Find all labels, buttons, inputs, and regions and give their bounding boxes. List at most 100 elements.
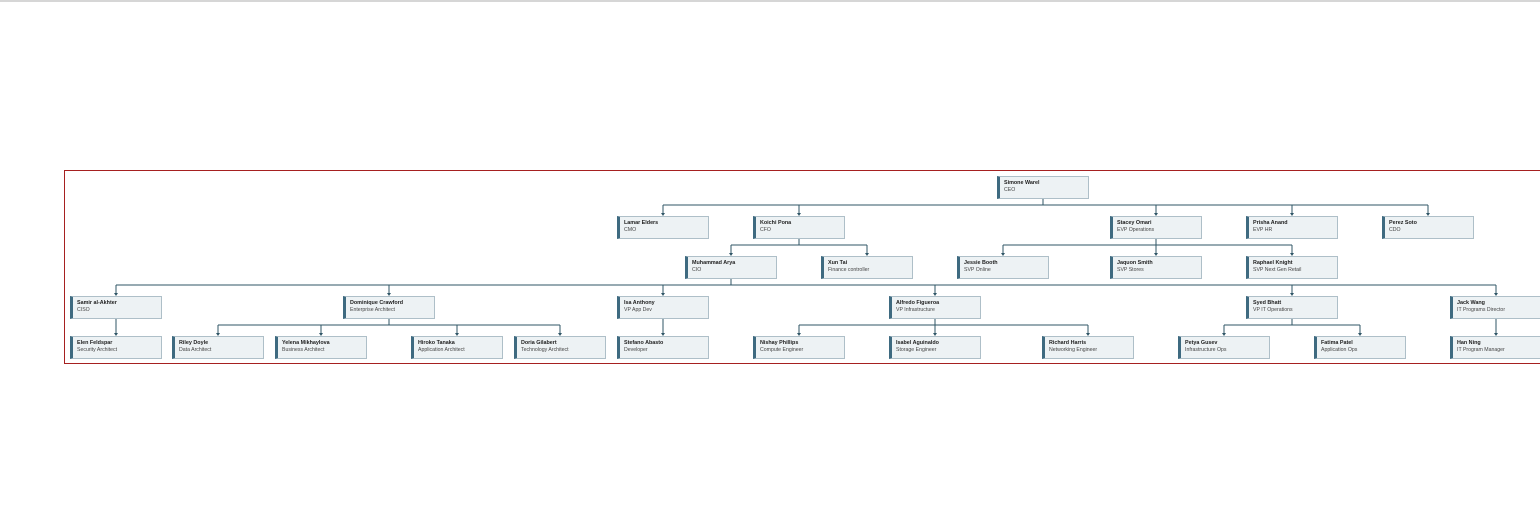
node-title: CMO (624, 227, 637, 233)
connector-arrow-dominique (387, 293, 391, 296)
connector-arrow-jack (1494, 293, 1498, 296)
node-title: VP App Dev (624, 307, 652, 313)
node-title: Security Architect (77, 347, 118, 353)
connector-arrow-han (1494, 333, 1498, 336)
node-name: Elen Feldspar (77, 340, 113, 346)
connector-arrow-perez (1426, 213, 1430, 216)
node-name: Yelena Mikhaylova (282, 340, 330, 346)
node-title: Finance controller (828, 267, 870, 273)
node-title: CFO (760, 227, 771, 233)
node-name: Nishay Phillips (760, 340, 799, 346)
node-name: Hiroko Tanaka (418, 340, 455, 346)
node-name: Raphael Knight (1253, 260, 1293, 266)
node-title: CIO (692, 267, 702, 273)
connector-arrow-lamar (661, 213, 665, 216)
node-name: Alfredo Figueroa (896, 300, 940, 306)
node-title: Data Architect (179, 347, 212, 353)
connector-arrow-xun (865, 253, 869, 256)
node-title: CDO (1389, 227, 1401, 233)
node-title: EVP Operations (1117, 227, 1155, 233)
node-title: Technology Architect (521, 347, 569, 353)
connector-arrow-petya (1222, 333, 1226, 336)
connector-arrow-syed (1290, 293, 1294, 296)
node-name: Jack Wang (1457, 300, 1485, 306)
node-title: SVP Next Gen Retail (1253, 267, 1302, 273)
connector-arrow-stacey (1154, 213, 1158, 216)
connector-arrow-samir (114, 293, 118, 296)
connector-arrow-jaquon (1154, 253, 1158, 256)
node-name: Richard Harris (1049, 340, 1087, 346)
connector-arrow-jessie (1001, 253, 1005, 256)
connector-arrow-yelena (319, 333, 323, 336)
connector-arrow-raphael (1290, 253, 1294, 256)
node-name: Isabel Aguinaldo (896, 340, 939, 346)
node-title: CEO (1004, 187, 1016, 193)
node-name: Samir al-Akhter (77, 300, 117, 306)
node-title: VP Infrastructure (896, 307, 935, 313)
selection-frame (64, 170, 1540, 364)
node-name: Han Ning (1457, 340, 1481, 346)
node-title: Infrastructure Ops (1185, 347, 1227, 353)
node-title: Application Ops (1321, 347, 1358, 353)
connector-arrow-riley (216, 333, 220, 336)
node-name: Muhammad Arya (692, 260, 736, 266)
node-name: Riley Doyle (179, 340, 209, 346)
connector-arrow-doria (558, 333, 562, 336)
connector-arrow-koichi (797, 213, 801, 216)
node-name: Dominique Crawford (350, 300, 404, 306)
node-name: Syed Bhatt (1253, 300, 1282, 306)
node-title: IT Program Manager (1457, 347, 1505, 353)
node-title: SVP Online (964, 267, 991, 273)
node-name: Perez Soto (1389, 220, 1417, 226)
node-name: Isa Anthony (624, 300, 655, 306)
connector-arrow-richard (1086, 333, 1090, 336)
node-title: CISO (77, 307, 90, 313)
node-name: Koichi Pona (760, 220, 792, 226)
node-name: Fatima Patel (1321, 340, 1353, 346)
node-title: VP IT Operations (1253, 307, 1293, 313)
node-name: Doria Gilabert (521, 340, 557, 346)
node-name: Simone Warel (1004, 180, 1040, 186)
node-title: EVP HR (1253, 227, 1273, 233)
node-title: IT Programs Director (1457, 307, 1506, 313)
node-title: Application Architect (418, 347, 465, 353)
connector-arrow-hiroko (455, 333, 459, 336)
node-title: SVP Stores (1117, 267, 1144, 273)
node-name: Xun Tai (828, 260, 848, 266)
top-divider (0, 0, 1540, 2)
node-title: Enterprise Architect (350, 307, 395, 313)
node-title: Storage Engineer (896, 347, 937, 353)
connector-arrow-isa (661, 293, 665, 296)
connector-arrow-prisha (1290, 213, 1294, 216)
